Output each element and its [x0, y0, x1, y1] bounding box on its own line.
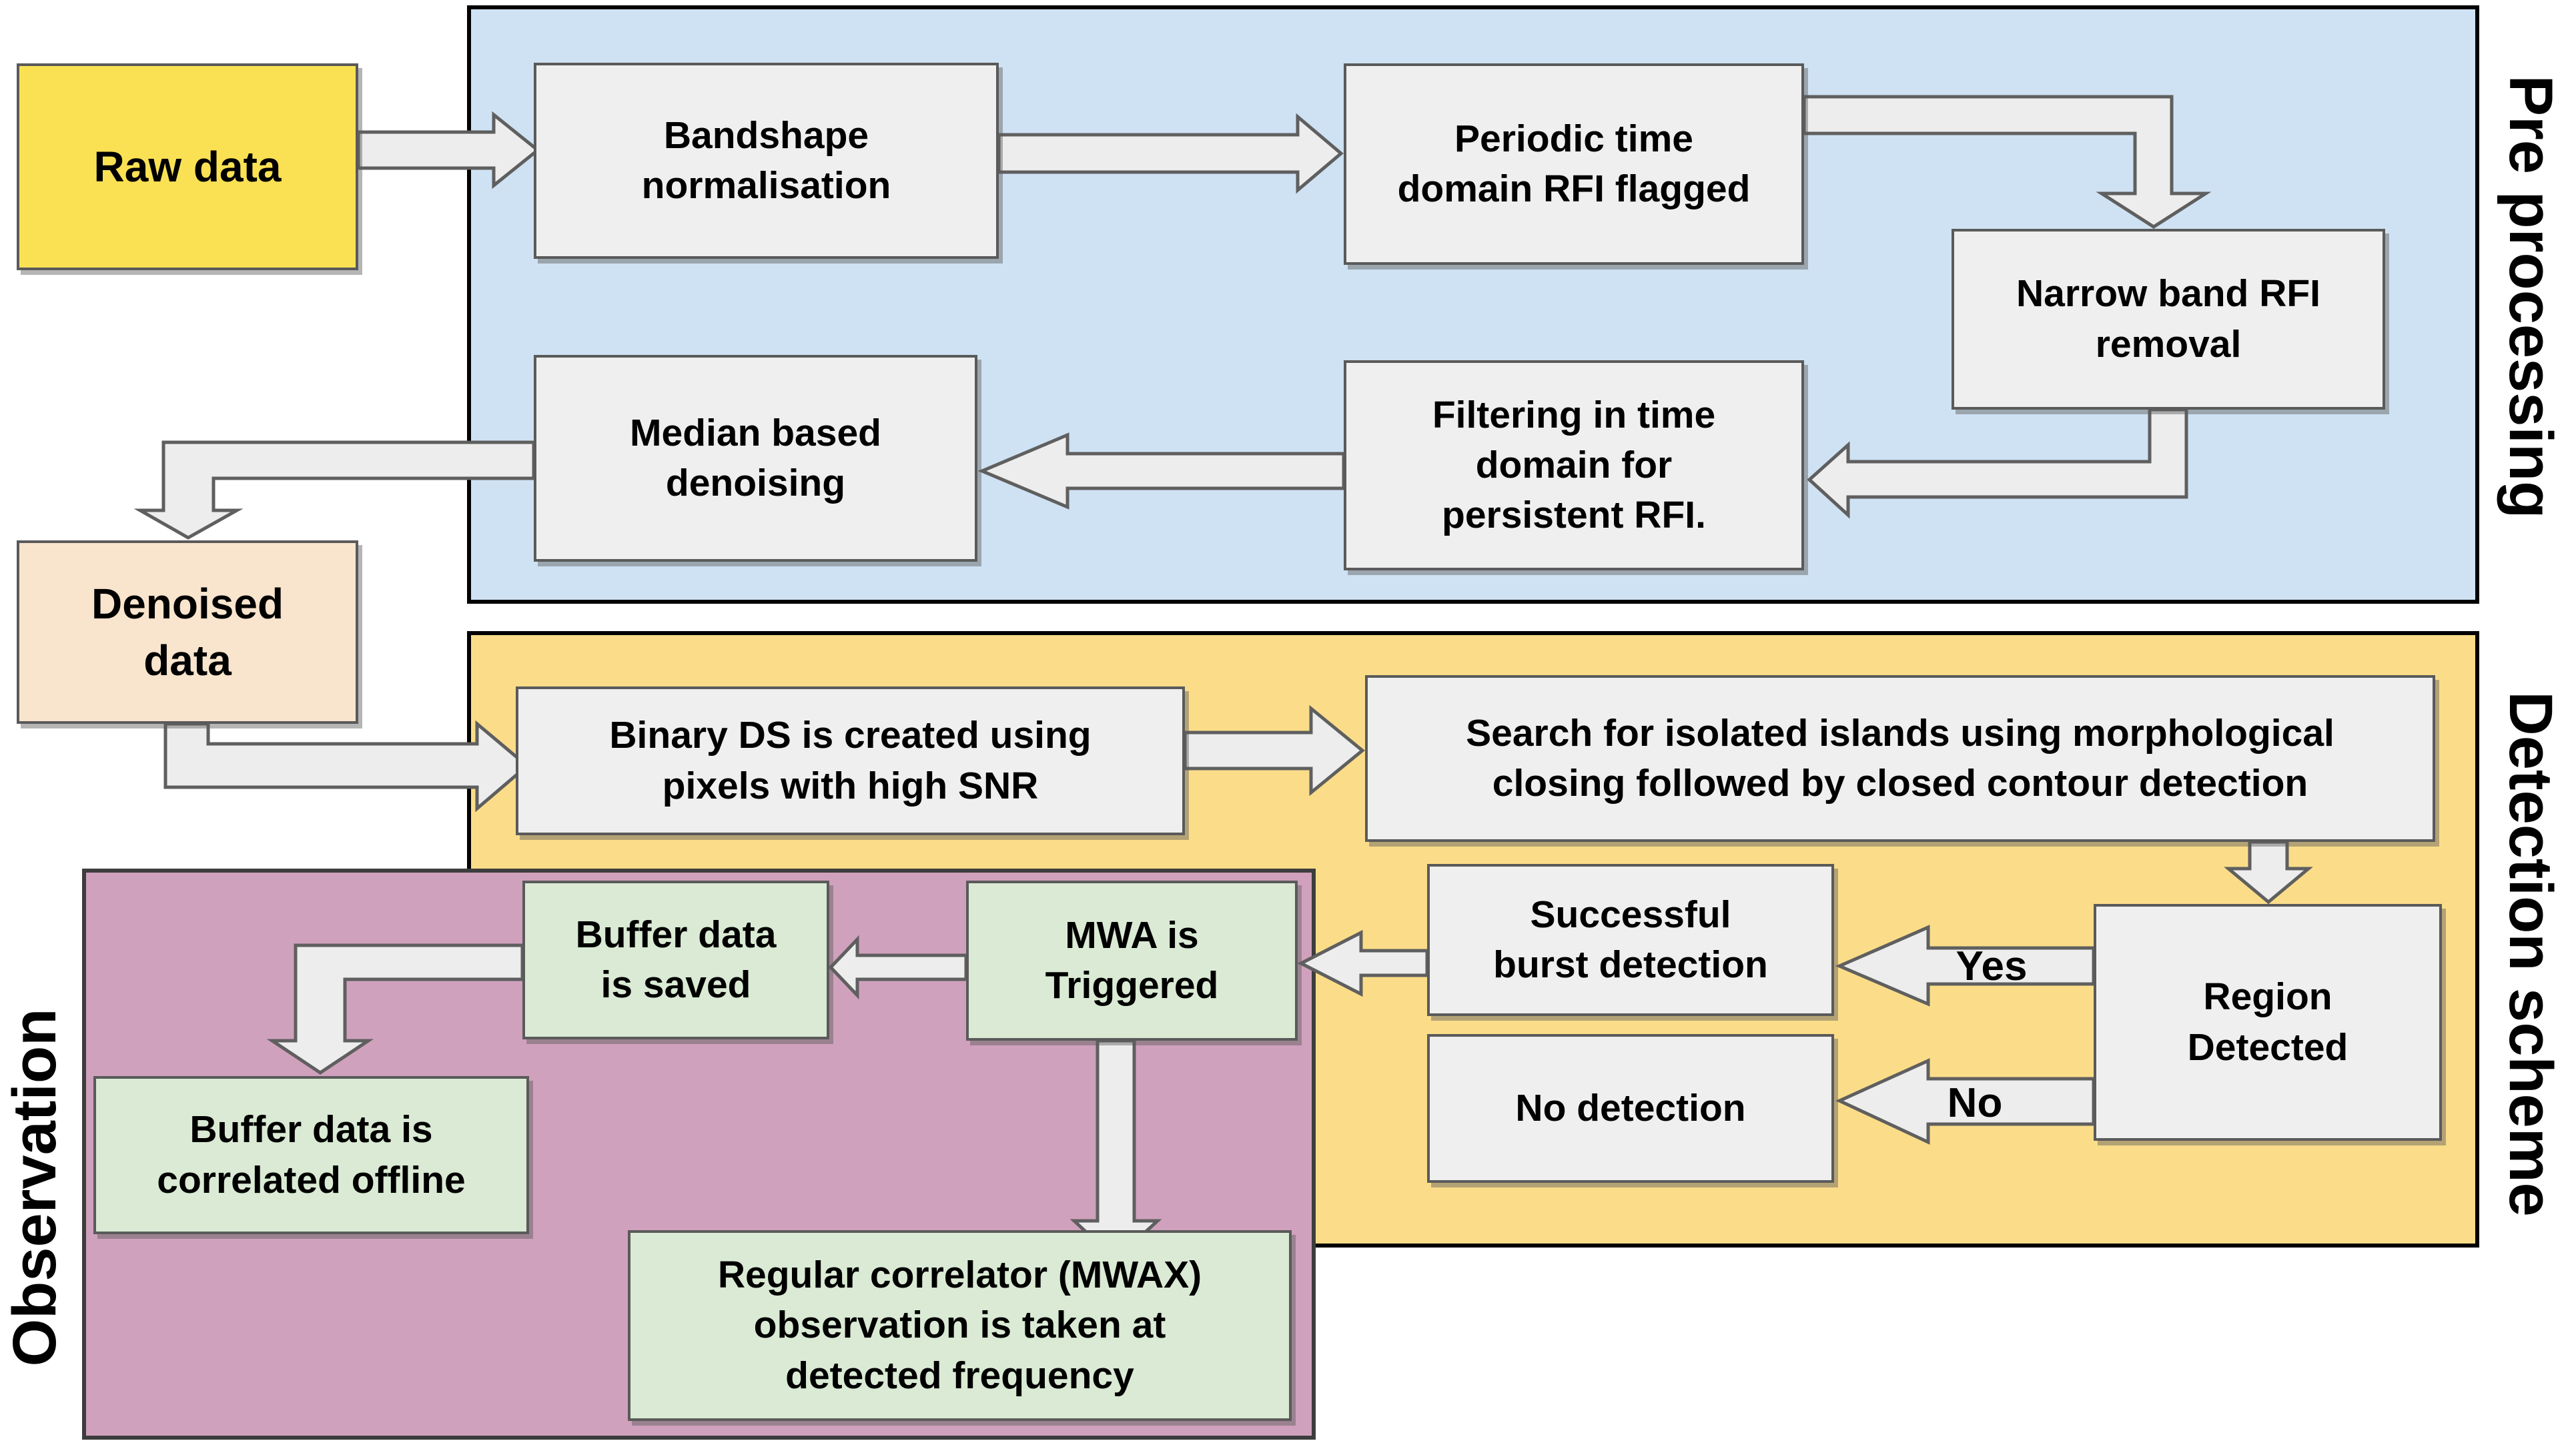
- node-periodic-rfi-flagged: Periodic time domain RFI flagged: [1344, 63, 1804, 265]
- node-median-denoising: Median based denoising: [534, 355, 977, 562]
- edge-label-yes: Yes: [1956, 943, 2028, 989]
- arrow-binary-to-search: [1183, 704, 1365, 797]
- arrow-mwa-to-buffersaved: [828, 935, 968, 1000]
- arrow-successful-to-mwa: [1297, 929, 1429, 997]
- section-label-detection-scheme: Detection scheme: [2497, 691, 2565, 1217]
- node-no-detection: No detection: [1427, 1034, 1834, 1183]
- node-buffer-correlated-offline: Buffer data is correlated offline: [93, 1076, 529, 1234]
- arrow-median-to-denoised: [133, 440, 536, 540]
- arrow-rawdata-to-bandshape: [356, 111, 540, 189]
- arrow-region-to-nodetection-no: [1835, 1058, 2096, 1145]
- arrow-region-to-successful-yes: [1835, 925, 2096, 1007]
- node-filtering-persistent-rfi: Filtering in time domain for persistent …: [1344, 360, 1804, 570]
- node-mwa-triggered: MWA is Triggered: [966, 881, 1298, 1041]
- node-denoised-data: Denoised data: [17, 540, 358, 724]
- node-buffer-data-saved: Buffer data is saved: [522, 881, 829, 1039]
- section-label-preprocessing: Pre processing: [2497, 75, 2565, 519]
- arrow-search-to-region: [2224, 840, 2313, 905]
- node-binary-ds: Binary DS is created using pixels with h…: [516, 686, 1185, 835]
- node-region-detected: Region Detected: [2094, 904, 2442, 1141]
- node-bandshape-normalisation: Bandshape normalisation: [534, 63, 999, 259]
- arrow-filtering-to-median: [977, 432, 1346, 510]
- arrow-periodic-to-narrowband: [1802, 95, 2212, 229]
- node-narrowband-rfi-removal: Narrow band RFI removal: [1952, 229, 2385, 410]
- node-successful-burst-detection: Successful burst detection: [1427, 864, 1834, 1016]
- arrow-mwa-to-regular: [1069, 1039, 1162, 1262]
- arrow-buffersaved-to-bufferoffline: [266, 943, 524, 1075]
- section-label-observation: Observation: [0, 1008, 69, 1367]
- node-search-isolated-islands: Search for isolated islands using morpho…: [1365, 675, 2435, 842]
- arrow-bandshape-to-periodic: [997, 113, 1344, 194]
- arrow-denoised-to-binary: [163, 720, 530, 813]
- edge-label-no: No: [1947, 1079, 2003, 1126]
- node-regular-correlator: Regular correlator (MWAX) observation is…: [628, 1230, 1292, 1421]
- node-raw-data: Raw data: [17, 63, 358, 270]
- arrow-narrowband-to-filtering: [1807, 408, 2188, 519]
